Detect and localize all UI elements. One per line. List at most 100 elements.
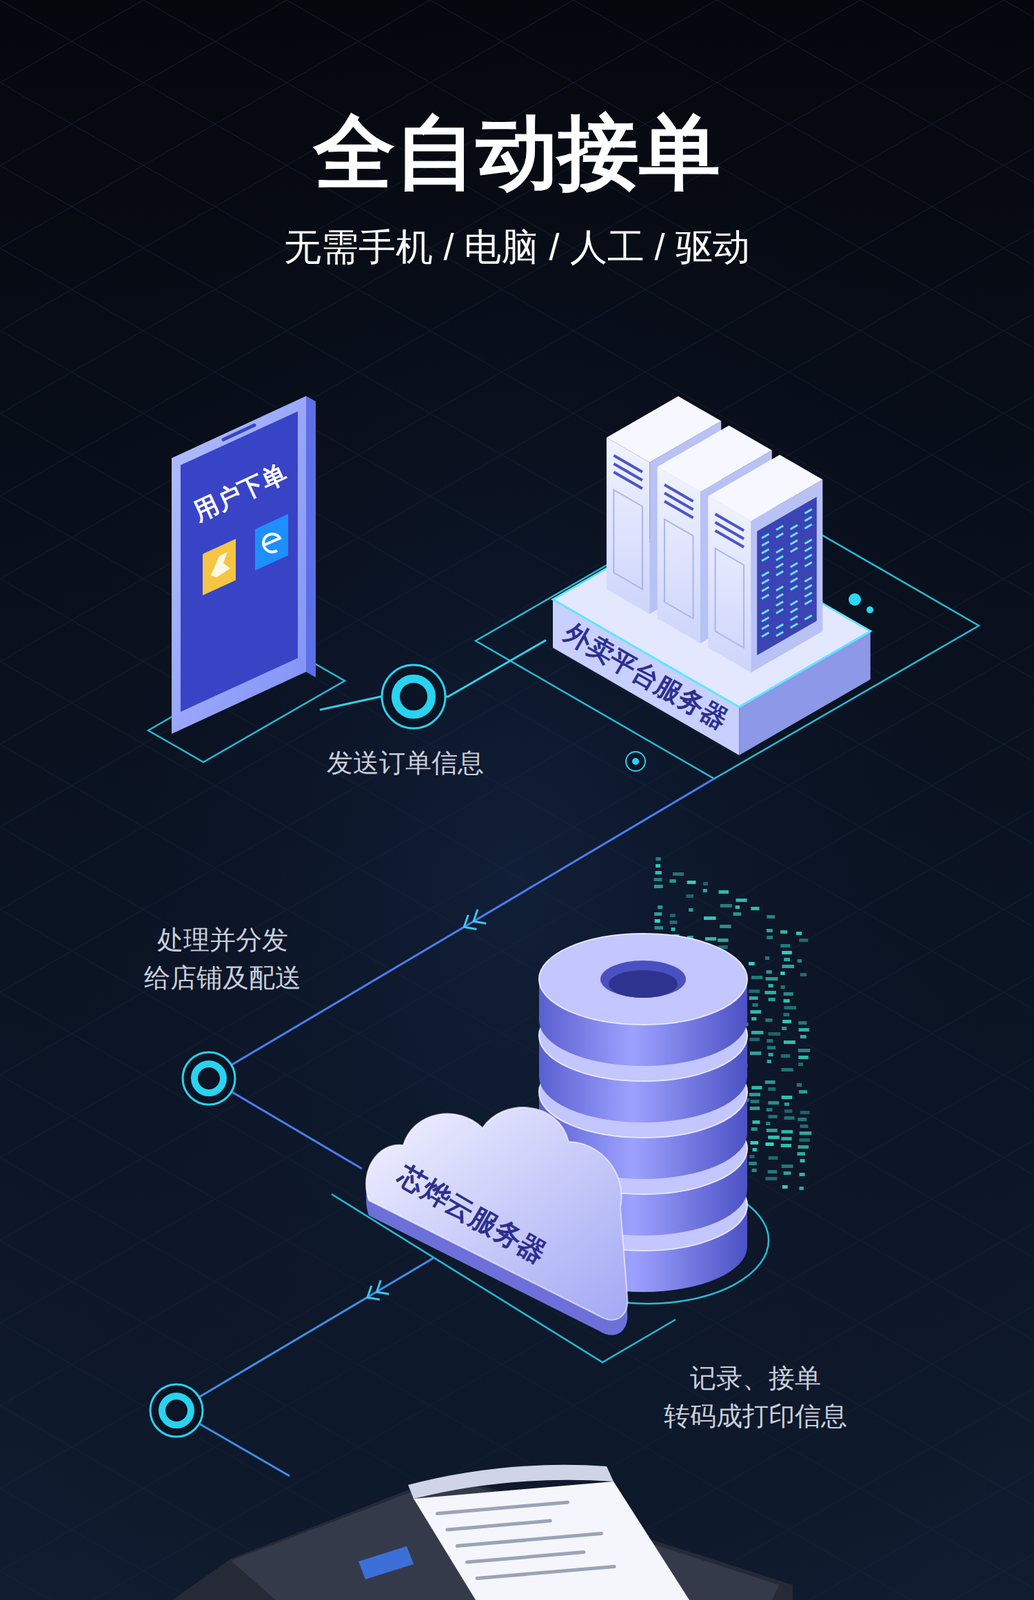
code-dash <box>800 1159 806 1163</box>
code-dash <box>751 976 763 980</box>
node-outline <box>168 382 320 745</box>
code-dash <box>748 989 760 994</box>
printer-body <box>172 1475 793 1600</box>
code-dash <box>750 1100 760 1104</box>
edge-label: 发送订单信息 <box>326 744 484 783</box>
code-dash <box>749 1141 759 1145</box>
code-dash <box>767 1087 776 1092</box>
receipt-lines <box>457 1534 602 1547</box>
code-dash <box>765 1018 773 1023</box>
printer <box>172 1465 793 1600</box>
code-dash <box>798 1049 810 1053</box>
dot <box>866 606 874 614</box>
database-disc-top <box>539 934 748 1026</box>
code-dash <box>672 872 684 877</box>
code-dash <box>703 889 708 893</box>
code-dash <box>799 1131 813 1136</box>
code-dash <box>767 1046 776 1050</box>
rack-led <box>776 533 784 538</box>
rack-led <box>804 539 812 544</box>
rack-led <box>804 562 812 567</box>
rack-led <box>790 623 798 628</box>
rack-led <box>804 509 812 514</box>
code-dash <box>797 1145 809 1150</box>
code-dash <box>765 977 779 981</box>
code-dash <box>749 1010 762 1015</box>
rack-led <box>776 624 784 629</box>
rack-led <box>776 571 784 576</box>
code-dash <box>749 1051 762 1056</box>
code-dash <box>767 984 773 988</box>
app-icon <box>202 539 236 596</box>
rack-led <box>804 585 812 590</box>
code-dash <box>736 898 748 903</box>
code-dash <box>705 937 717 941</box>
code-dash <box>653 878 662 882</box>
rack-led <box>790 548 798 553</box>
code-dash <box>800 973 807 977</box>
code-dash <box>654 885 664 889</box>
ring <box>150 1384 203 1438</box>
code-dash <box>752 1148 757 1152</box>
printer-badge <box>358 1546 414 1580</box>
server-rack-left <box>606 437 650 615</box>
edge-label: 处理并分发 给店铺及配送 <box>144 921 302 998</box>
code-dash <box>780 971 785 976</box>
rack-vent <box>613 472 643 489</box>
rack-led <box>790 616 798 621</box>
code-dash <box>783 1040 796 1045</box>
code-dash <box>748 962 755 966</box>
phone-body <box>171 396 307 735</box>
server-frame <box>475 488 979 779</box>
code-dash <box>800 1035 807 1039</box>
ring <box>161 1396 191 1426</box>
server-rack-left <box>657 467 701 644</box>
rack-led <box>790 540 798 545</box>
rack-led <box>761 587 769 592</box>
code-dash <box>654 871 662 875</box>
code-dash <box>751 1017 757 1021</box>
code-dash <box>654 912 662 917</box>
code-dash <box>765 956 770 961</box>
code-dash <box>781 1054 790 1059</box>
code-dash <box>767 1170 778 1174</box>
code-dash <box>752 1169 757 1173</box>
code-dash <box>703 882 708 886</box>
code-dash <box>797 959 802 963</box>
ring <box>625 752 646 772</box>
label-holder: 记录、接单 转码成打印信息 <box>663 1360 848 1436</box>
code-dash <box>798 1062 804 1067</box>
ring <box>194 1064 224 1094</box>
rack-led <box>804 517 812 522</box>
arrow-chevron <box>463 909 486 930</box>
rack-led <box>790 525 798 530</box>
phone-screen <box>180 411 298 713</box>
code-dash <box>768 1156 779 1161</box>
ring <box>182 1052 236 1106</box>
rack-led <box>776 525 784 531</box>
code-dash <box>670 920 678 925</box>
rack-led <box>790 563 798 568</box>
code-dash <box>781 985 786 990</box>
rack-led <box>776 594 784 599</box>
code-dash <box>798 1138 810 1143</box>
code-dash <box>798 1173 805 1177</box>
code-dash <box>751 1086 762 1090</box>
printer-top <box>230 1478 779 1600</box>
code-dash <box>798 938 808 943</box>
code-dash <box>766 1129 778 1133</box>
code-dash <box>768 1053 774 1057</box>
code-dash <box>749 1155 755 1159</box>
code-dash <box>717 938 729 943</box>
code-dash <box>685 894 694 899</box>
rack-led <box>761 541 769 546</box>
rack-vent <box>613 455 643 473</box>
server-rack-left <box>707 496 751 673</box>
code-dash <box>766 929 773 933</box>
rack-vent <box>715 530 745 548</box>
rack-vent <box>613 463 643 481</box>
code-dash <box>798 1090 808 1094</box>
rack-vent <box>715 514 745 531</box>
phone-side <box>306 396 316 678</box>
code-dash <box>749 1107 760 1111</box>
